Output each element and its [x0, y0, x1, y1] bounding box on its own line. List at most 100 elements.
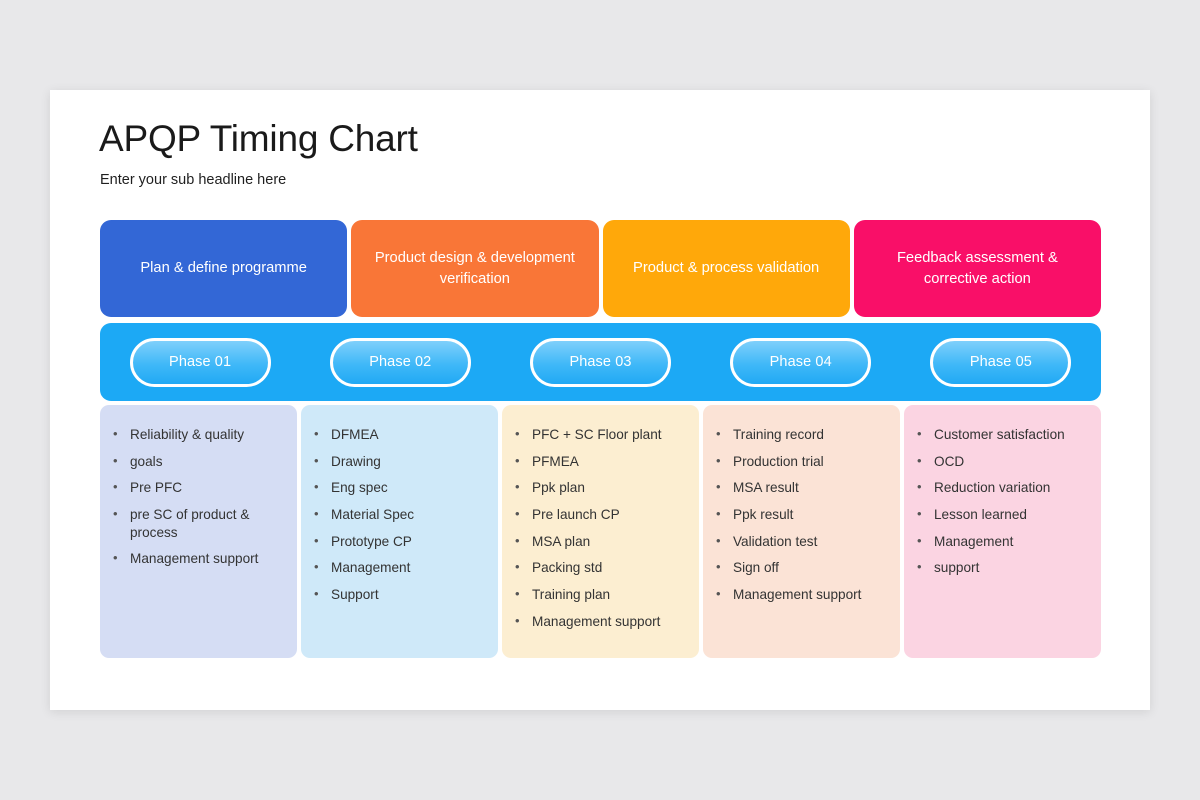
list-item: • Production trial	[716, 453, 886, 471]
list-item: • Pre launch CP	[515, 506, 685, 524]
phase-cell-2: Phase 02	[300, 323, 500, 401]
list-item-label: MSA plan	[532, 533, 591, 549]
list-item-label: Eng spec	[331, 480, 388, 496]
detail-column-5: •Customer satisfaction •OCD •Reduction var…	[904, 405, 1101, 658]
bullet-dot-icon: •	[314, 586, 319, 602]
list-item-label: Packing std	[532, 560, 603, 576]
phase-pill-2[interactable]: Phase 02	[329, 337, 471, 387]
detail-column-row: •Reliability & quality•goals•Pre PFC•pre…	[100, 405, 1101, 658]
phase-pill-3[interactable]: Phase 03	[530, 337, 671, 387]
list-item: • Prototype CP	[314, 533, 484, 551]
bullet-dot-icon: •	[314, 426, 319, 441]
bullet-dot-icon: •	[917, 559, 922, 575]
list-item: •Reduction variation	[917, 479, 1087, 497]
list-item: •Eng spec	[314, 479, 484, 497]
list-item-label: Management	[934, 533, 1014, 549]
list-item: • Ppk plan	[515, 479, 685, 497]
list-item-label: PFC + SC Floor plant	[532, 427, 662, 442]
bullet-dot-icon: •	[716, 532, 721, 548]
phase-cell-4: Phase 04	[701, 323, 901, 401]
list-item-label: Production trial	[733, 453, 824, 469]
bullet-dot-icon: •	[314, 559, 319, 575]
list-item: • support	[917, 559, 1087, 577]
list-item: • Drawing	[314, 453, 484, 471]
list-item: •Customer satisfaction	[917, 426, 1087, 444]
detail-column-3: •PFC + SC Floor plant•PFMEA•Ppk plan•Pre…	[502, 405, 699, 658]
list-item-label: Prototype CP	[331, 533, 412, 549]
list-item-label: Management support	[733, 587, 862, 603]
list-item: • MSA plan	[515, 533, 685, 551]
bullet-dot-icon: •	[113, 550, 118, 566]
bullet-dot-icon: •	[515, 479, 520, 495]
list-item: • Sign off	[716, 559, 886, 577]
bullet-dot-icon: •	[515, 506, 520, 522]
list-item-label: Pre launch CP	[532, 507, 620, 523]
list-item-label: Validation test	[733, 533, 818, 549]
bullet-dot-icon: •	[716, 452, 721, 468]
list-item: •Management	[917, 533, 1087, 551]
list-item: • Ppk result	[716, 506, 886, 524]
bullet-dot-icon: •	[515, 586, 520, 602]
bullet-dot-icon: •	[113, 479, 118, 495]
phase-cell-5: Phase 05	[901, 323, 1101, 401]
list-item: •Training plan	[515, 586, 685, 604]
bullet-dot-icon: •	[113, 452, 118, 468]
list-item: •OCD	[917, 453, 1087, 471]
bullet-dot-icon: •	[716, 506, 721, 522]
stage-card-4[interactable]: Feedback assessment & corrective action	[853, 220, 1101, 317]
detail-column-1: •Reliability & quality•goals•Pre PFC•pre…	[100, 405, 297, 658]
bullet-dot-icon: •	[917, 506, 922, 522]
bullet-dot-icon: •	[314, 532, 319, 548]
phase-pill-5[interactable]: Phase 05	[930, 337, 1072, 387]
list-item-label: Reliability & quality	[130, 427, 245, 442]
list-item-label: Ppk result	[733, 507, 794, 523]
stage-header-row: Plan & define programme Product design & …	[100, 220, 1101, 317]
list-item: •PFMEA	[515, 453, 685, 471]
bullet-dot-icon: •	[917, 426, 922, 441]
stage-card-label: Feedback assessment & corrective action	[896, 250, 1058, 287]
list-item-label: Management	[331, 560, 411, 576]
list-item: •MSA result	[716, 479, 886, 497]
stage-card-3[interactable]: Product & process validation	[602, 220, 850, 317]
list-item: • Training record	[716, 426, 886, 444]
list-item: • Reliability & quality	[113, 426, 283, 444]
list-item-label: goals	[130, 453, 163, 469]
list-item: •Packing std	[515, 559, 685, 577]
stage-card-1[interactable]: Plan & define programme	[100, 220, 348, 317]
bullet-dot-icon: •	[113, 506, 118, 522]
phase-pill-4[interactable]: Phase 04	[730, 337, 872, 387]
stage-card-label: Product design & development verificatio…	[374, 250, 575, 287]
list-item-label: Drawing	[331, 453, 381, 469]
list-item-label: Support	[331, 587, 379, 603]
stage-card-label: Plan & define programme	[140, 260, 307, 277]
bullet-dot-icon: •	[515, 532, 520, 548]
bullet-dot-icon: •	[515, 612, 520, 628]
phase-pill-label: Phase 03	[569, 354, 632, 370]
bullet-dot-icon: •	[314, 506, 319, 522]
list-item: •Management support	[716, 586, 886, 604]
detail-column-4: • Training record • Production trial •MSA re…	[703, 405, 900, 658]
list-item: •PFC + SC Floor plant	[515, 426, 685, 444]
list-item-label: Training record	[733, 427, 824, 442]
bullet-dot-icon: •	[314, 452, 319, 468]
list-item: • goals	[113, 453, 283, 471]
bullet-dot-icon: •	[515, 452, 520, 468]
list-item-label: Pre PFC	[130, 480, 183, 496]
list-item-label: Lesson learned	[934, 507, 1027, 523]
bullet-dot-icon: •	[716, 426, 721, 441]
page-subtitle: Enter your sub headline here	[100, 172, 287, 188]
phase-pill-label: Phase 05	[969, 354, 1032, 370]
list-item: • Pre PFC	[113, 479, 283, 497]
list-item-label: support	[934, 560, 980, 576]
stage-card-2[interactable]: Product design & development verificatio…	[351, 220, 599, 317]
phase-pill-1[interactable]: Phase 01	[129, 337, 271, 387]
list-item: •Material Spec	[314, 506, 484, 524]
bullet-dot-icon: •	[113, 426, 118, 441]
slide-canvas: APQP Timing Chart Enter your sub headlin…	[50, 90, 1150, 710]
list-item: • Support	[314, 586, 484, 604]
list-item-label: Ppk plan	[532, 480, 585, 496]
bullet-dot-icon: •	[716, 559, 721, 575]
phase-pill-label: Phase 04	[769, 354, 832, 370]
list-item: •Management support	[515, 613, 685, 631]
list-item-label: Sign off	[733, 560, 779, 576]
